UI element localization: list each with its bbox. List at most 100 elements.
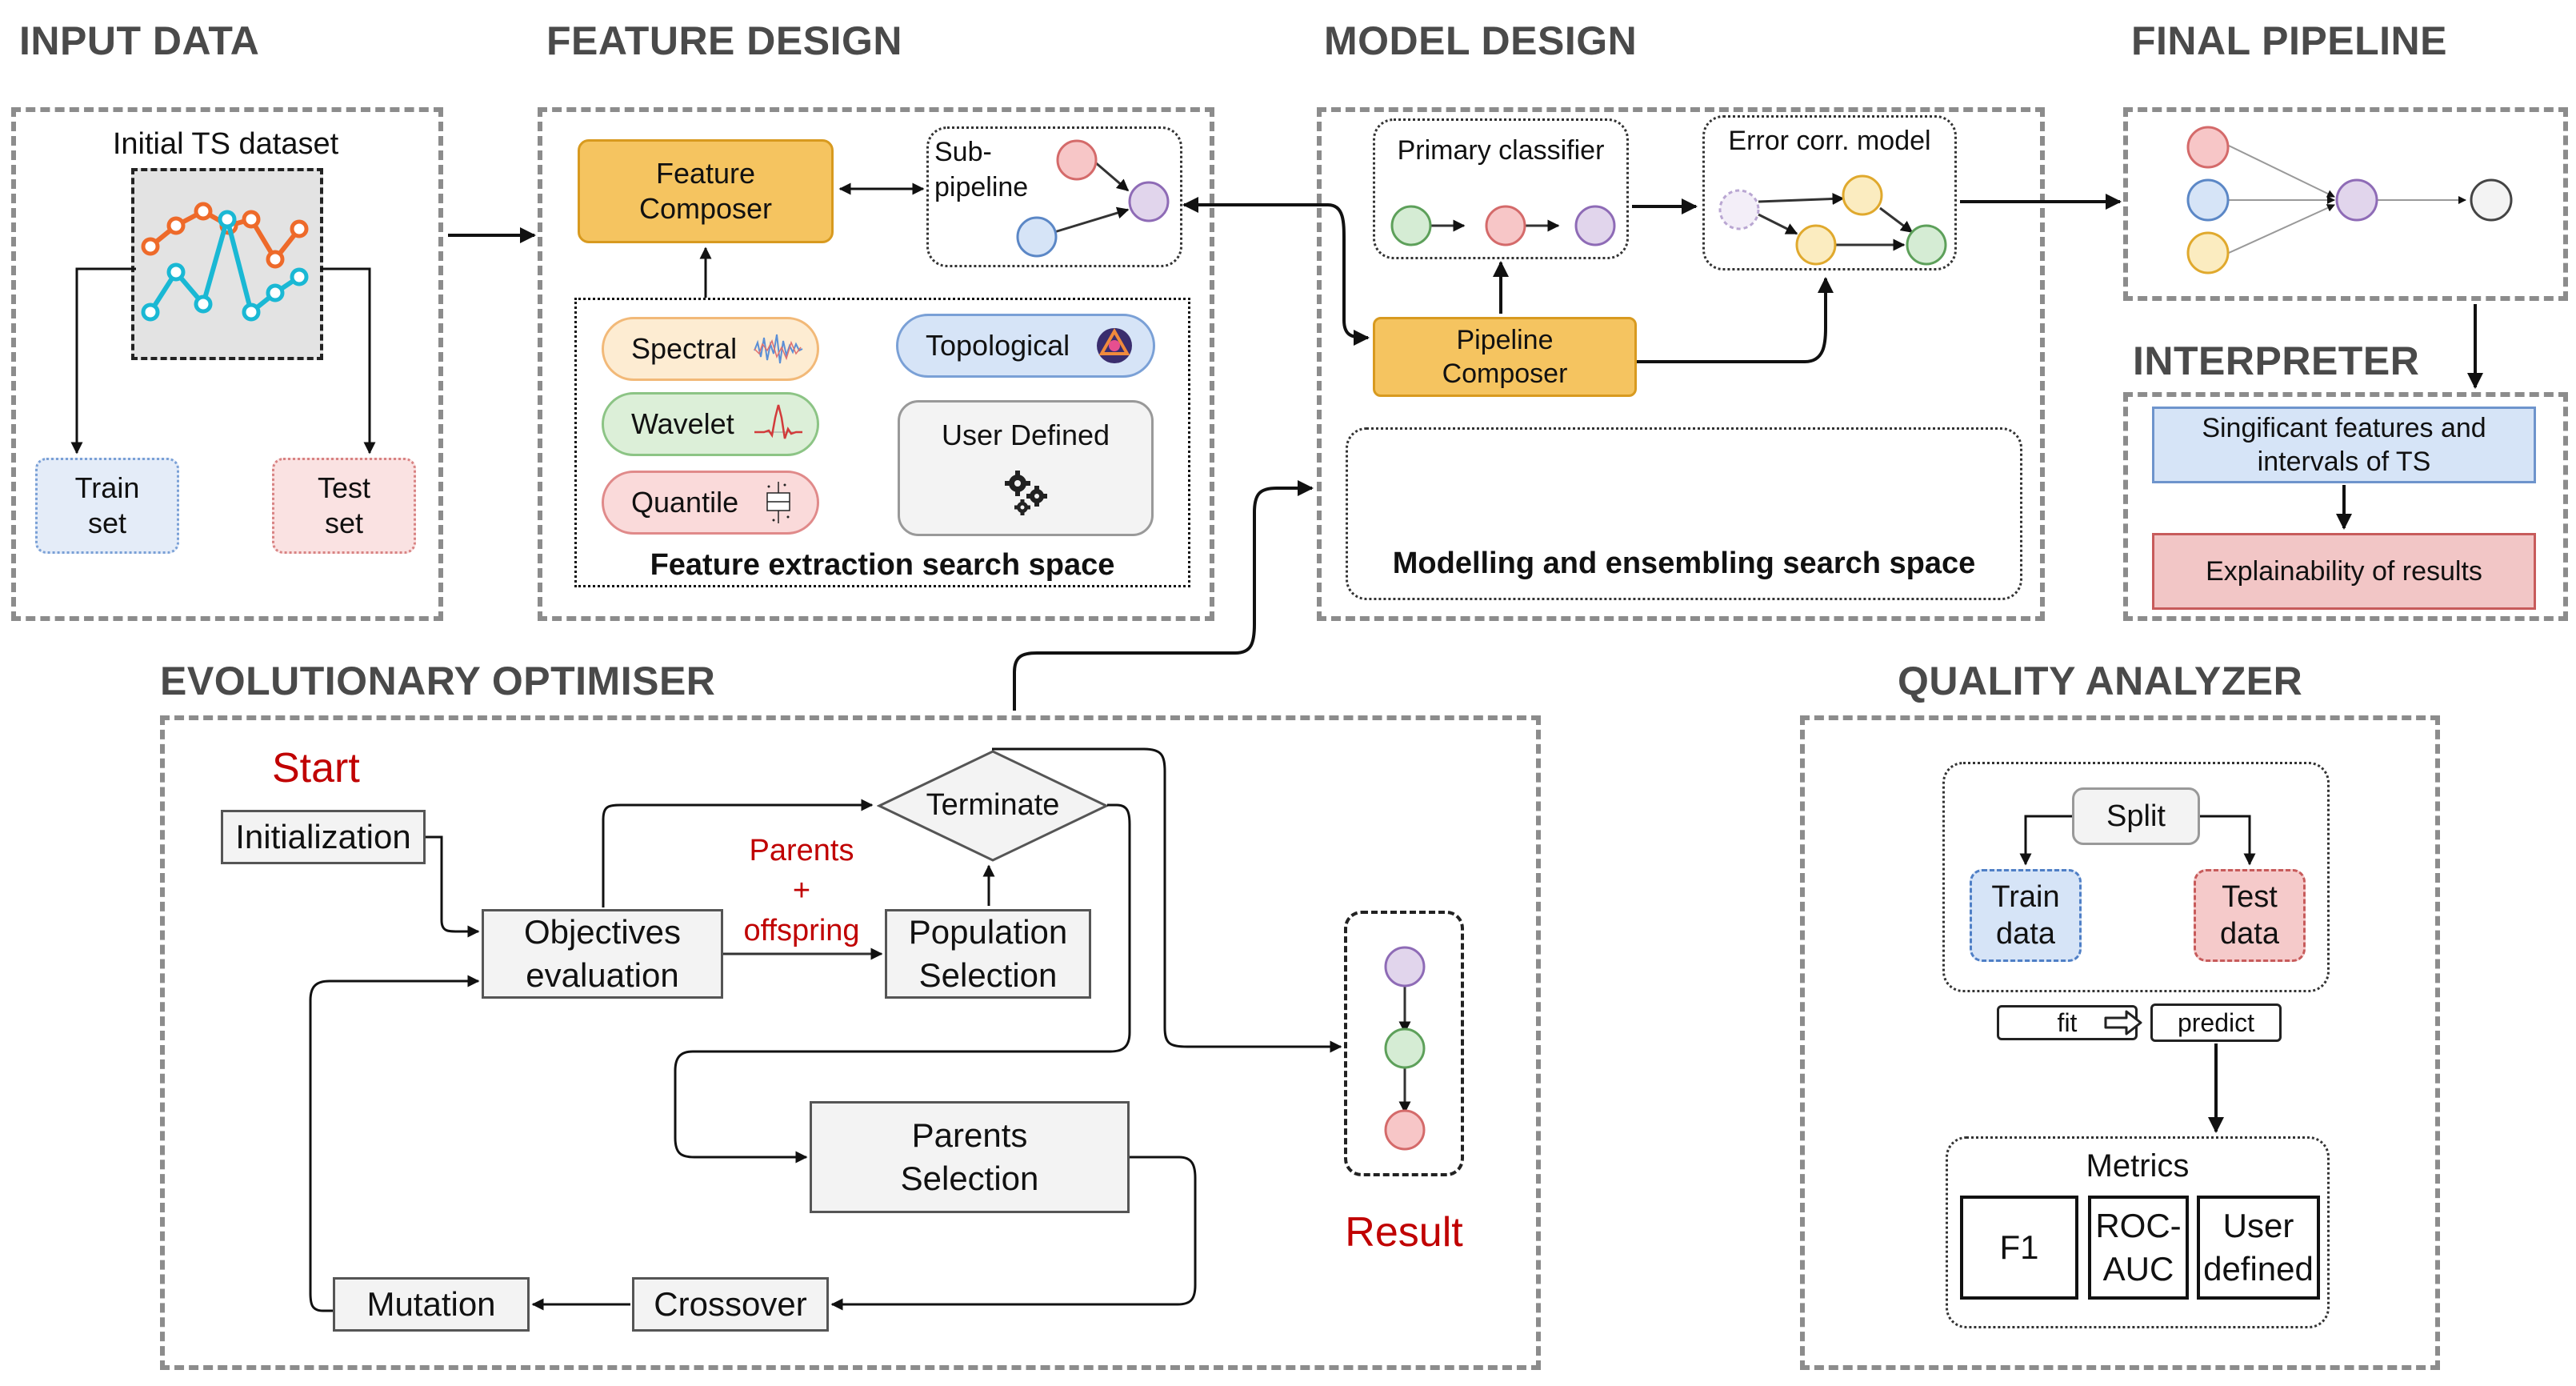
quantile-pill: Quantile: [602, 471, 819, 535]
section-title-interpreter: INTERPRETER: [2133, 338, 2420, 383]
significant-line1: Singificant features and: [2202, 413, 2486, 443]
mutation-box: Mutation: [333, 1277, 530, 1332]
user-defined-label: User Defined: [941, 419, 1110, 451]
train-data-line2: data: [1996, 917, 2055, 951]
topological-pill: Topological: [896, 314, 1155, 378]
section-title-evolutionary-optimiser: EVOLUTIONARY OPTIMISER: [160, 659, 716, 703]
explainability-box: Explainability of results: [2152, 533, 2536, 610]
objectives-line1: Objectives: [523, 913, 682, 951]
pipeline-composer-line1: Pipeline: [1456, 325, 1554, 355]
interpreter-panel: [2123, 392, 2568, 621]
quantile-label: Quantile: [631, 486, 739, 519]
metric-roc-auc-box: ROC- AUC: [2088, 1196, 2189, 1300]
metric-f1-label: F1: [1999, 1228, 2039, 1266]
subpipeline-line2: pipeline: [934, 172, 1029, 202]
feature-design-panel: [538, 107, 1214, 621]
predict-label: predict: [2177, 1008, 2255, 1037]
parents-sel-line2: Selection: [900, 1160, 1039, 1197]
primary-classifier-label: Primary classifier: [1397, 135, 1605, 166]
roc-line2: AUC: [2102, 1250, 2174, 1288]
fit-label: fit: [2057, 1008, 2078, 1037]
significant-features-box: Singificant features and intervals of TS: [2152, 407, 2536, 483]
feature-composer-line2: Composer: [638, 192, 773, 225]
feature-search-space-box: [574, 298, 1190, 587]
parents-plus-line3: offspring: [743, 914, 860, 947]
metrics-label: Metrics: [2086, 1148, 2190, 1184]
model-search-space-label: Modelling and ensembling search space: [1392, 547, 1976, 580]
predict-box: predict: [2150, 1003, 2282, 1042]
user-metric-line2: defined: [2203, 1250, 2314, 1288]
final-pipeline-panel: [2123, 107, 2568, 301]
fit-to-predict-arrow-icon: [2104, 1010, 2142, 1035]
model-search-space-box: [1346, 427, 2022, 600]
input-data-panel: [11, 107, 443, 621]
test-set-line2: set: [324, 507, 364, 539]
population-line2: Selection: [918, 956, 1058, 994]
objectives-line2: evaluation: [526, 956, 679, 994]
feature-search-space-label: Feature extraction search space: [650, 548, 1115, 582]
train-data-line1: Train: [1991, 880, 2060, 914]
explainability-label: Explainability of results: [2206, 556, 2482, 587]
test-data-line1: Test: [2222, 880, 2278, 914]
feature-composer-line1: Feature: [655, 157, 756, 190]
section-title-model-design: MODEL DESIGN: [1324, 18, 1638, 63]
train-set-line2: set: [87, 507, 127, 539]
topological-label: Topological: [926, 329, 1070, 362]
metric-user-defined-box: User defined: [2197, 1196, 2320, 1300]
test-data-line2: data: [2220, 917, 2279, 951]
split-label: Split: [2106, 799, 2166, 833]
model-design-panel: [1317, 107, 2045, 621]
section-title-feature-design: FEATURE DESIGN: [546, 18, 902, 63]
topological-icon: [1097, 327, 1132, 363]
time-series-icon: [141, 202, 309, 322]
wavelet-pill: Wavelet: [602, 392, 819, 456]
parents-plus-offspring-label: Parents + offspring: [722, 831, 882, 951]
section-title-quality-analyzer: QUALITY ANALYZER: [1898, 659, 2303, 703]
spectral-pill: Spectral: [602, 317, 819, 381]
wavelet-label: Wavelet: [631, 407, 734, 440]
wavelet-icon: [754, 404, 802, 439]
spectral-label: Spectral: [631, 332, 738, 365]
split-box: Split: [2072, 787, 2200, 845]
spectral-icon: [754, 334, 803, 364]
error-corr-label: Error corr. model: [1728, 126, 1931, 156]
quantile-icon: [766, 482, 790, 523]
result-label: Result: [1345, 1209, 1463, 1256]
dataset-chart: [131, 168, 323, 360]
mutation-label: Mutation: [366, 1285, 496, 1323]
user-metric-line1: User: [2222, 1207, 2294, 1244]
significant-line2: intervals of TS: [2257, 447, 2431, 477]
parents-plus-line2: +: [792, 874, 811, 907]
gears-icon: [1005, 471, 1047, 515]
parents-sel-line1: Parents: [911, 1116, 1028, 1154]
result-pipeline-box: [1344, 911, 1464, 1176]
initialization-box: Initialization: [221, 810, 426, 864]
test-set-line1: Test: [317, 471, 371, 504]
section-title-final-pipeline: FINAL PIPELINE: [2131, 18, 2448, 63]
roc-line1: ROC-: [2095, 1207, 2182, 1244]
subpipeline-label: Sub- pipeline: [934, 134, 1028, 205]
terminate-label: Terminate: [926, 788, 1060, 822]
dataset-title: Initial TS dataset: [112, 127, 339, 161]
pipeline-composer-line2: Composer: [1442, 359, 1568, 389]
metric-f1-box: F1: [1960, 1196, 2078, 1300]
train-set-line1: Train: [74, 471, 140, 504]
quality-analyzer-panel: [1800, 715, 2440, 1370]
start-label: Start: [272, 745, 360, 791]
initialization-label: Initialization: [235, 818, 411, 855]
crossover-box: Crossover: [632, 1277, 829, 1332]
crossover-label: Crossover: [654, 1285, 807, 1323]
subpipeline-line1: Sub-: [934, 137, 992, 167]
section-title-input-data: INPUT DATA: [19, 18, 260, 63]
parents-plus-line1: Parents: [749, 834, 854, 867]
objectives-evaluation-box: Objectives evaluation: [482, 909, 723, 999]
evolutionary-optimiser-panel: [160, 715, 1541, 1370]
